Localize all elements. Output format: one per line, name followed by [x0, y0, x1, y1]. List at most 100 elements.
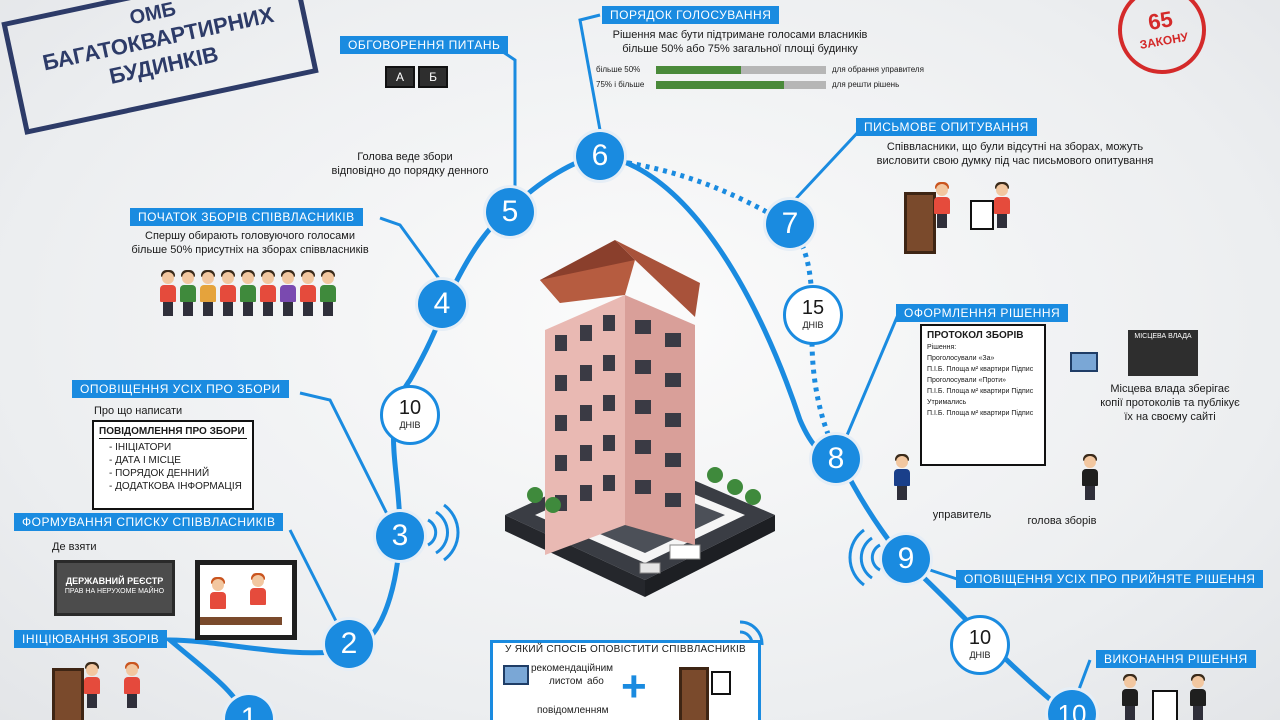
person-owner: [994, 182, 1010, 228]
step-4-text-line1: Спершу обирають головуючого голосами: [145, 230, 355, 242]
person-surveyor: [934, 182, 950, 228]
building-illustration: [505, 240, 775, 597]
timer-10-days-left: 10 ДНІВ: [380, 385, 440, 445]
sign-b: Б: [418, 66, 448, 88]
vote-bar-note: для решти рішень: [832, 80, 900, 89]
leader-3: [299, 391, 392, 521]
person-initiator-2: [124, 662, 140, 708]
option1-line2: листом: [549, 676, 583, 687]
step-4-text-line2: більше 50% присутніх на зборах співвласн…: [131, 244, 369, 256]
timer-15-days: 15 ДНІВ: [783, 285, 843, 345]
vote-bar-track: [656, 81, 826, 89]
notice-card-title: ПОВІДОМЛЕННЯ ПРО ЗБОРИ: [99, 425, 247, 439]
where-to-get-label: Де взяти: [52, 541, 97, 553]
step-3-node[interactable]: 3: [376, 512, 424, 560]
path-dotted-branch: [609, 157, 838, 452]
leader-9: [929, 568, 961, 582]
protocol-row: П.І.Б. Площа м² квартири Підпис: [927, 410, 1034, 417]
protocol-row: П.І.Б. Площа м² квартири Підпис: [927, 366, 1034, 373]
protocol-abstain: Утримались: [927, 399, 967, 406]
step-6-text-line2: більше 50% або 75% загальної площі будин…: [622, 43, 858, 55]
sign-a: А: [385, 66, 415, 88]
notice-item: - ДОДАТКОВА ІНФОРМАЦІЯ: [109, 481, 242, 492]
protocol-decision: Рішення:: [927, 344, 957, 351]
step-5-node[interactable]: 5: [486, 188, 534, 236]
envelope-icon: [1070, 352, 1098, 372]
crowd-person: [160, 270, 176, 316]
person-manager: [894, 454, 910, 500]
timer-value: 10: [398, 397, 422, 419]
option2-label: повідомленням: [537, 705, 609, 716]
vote-bar-row-1: більше 50% для обрання управителя: [596, 64, 956, 76]
protocol-title: ПРОТОКОЛ ЗБОРІВ: [927, 330, 1024, 341]
protocol-against: Проголосували «Проти»: [927, 377, 1007, 384]
notice-item: - ДАТА І МІСЦЕ: [109, 455, 181, 466]
step-8-node[interactable]: 8: [812, 435, 860, 483]
step-5-title: ОБГОВОРЕННЯ ПИТАНЬ: [340, 36, 509, 54]
signal-arcs-9: [848, 528, 881, 587]
step-9-node[interactable]: 9: [882, 535, 930, 583]
person-visitor: [250, 573, 266, 619]
sign-b-text: Б: [429, 70, 437, 84]
crowd-person: [280, 270, 296, 316]
vote-bar-note: для обрання управителя: [832, 65, 924, 74]
notice-sheet-icon: [711, 671, 731, 695]
signal-arcs-3: [427, 503, 460, 562]
counter-desk: [200, 617, 282, 625]
notify-method-title: У ЯКИЙ СПОСІБ ОПОВІСТИТИ СПІВВЛАСНИКІВ: [504, 644, 747, 655]
step-2-title: ФОРМУВАННЯ СПИСКУ СПІВВЛАСНИКІВ: [14, 513, 284, 531]
local-authority-building: МІСЦЕВА ВЛАДА: [1128, 330, 1198, 376]
registry-line1: ДЕРЖАВНИЙ РЕЄСТР: [65, 576, 164, 586]
step-2-node[interactable]: 2: [325, 620, 373, 668]
leader-2: [288, 529, 340, 626]
step-7-title: ПИСЬМОВЕ ОПИТУВАННЯ: [856, 118, 1037, 136]
timer-value: 15: [801, 297, 825, 319]
notice-item: - ПОРЯДОК ДЕННИЙ: [109, 468, 210, 479]
vote-bar-label: 75% і більше: [596, 80, 645, 89]
person-executor-1: [1122, 674, 1138, 720]
sign-a-text: А: [395, 70, 404, 84]
person-executor-2: [1190, 674, 1206, 720]
leader-4: [379, 216, 442, 281]
authority-line3: їх на своєму сайті: [1124, 411, 1216, 423]
step-4-crowd: [160, 268, 340, 328]
step-1-title: ІНІЦІЮВАННЯ ЗБОРІВ: [14, 630, 168, 648]
step-6-node[interactable]: 6: [576, 132, 624, 180]
crowd-person: [320, 270, 336, 316]
step-10-title: ВИКОНАННЯ РІШЕННЯ: [1096, 650, 1256, 668]
person-registrar: [210, 577, 226, 623]
step-8-title: ОФОРМЛЕННЯ РІШЕННЯ: [896, 304, 1069, 322]
step-10-node[interactable]: 10: [1048, 690, 1096, 720]
what-to-write-label: Про що написати: [94, 405, 183, 417]
notify-method-panel: У ЯКИЙ СПОСІБ ОПОВІСТИТИ СПІВВЛАСНИКІВ р…: [490, 640, 761, 720]
door-icon: [52, 668, 84, 720]
leader-7: [788, 128, 862, 207]
door-icon: [904, 192, 936, 254]
notice-card: ПОВІДОМЛЕННЯ ПРО ЗБОРИ - ІНІЦІАТОРИ - ДА…: [92, 420, 254, 510]
office-sign: МІСЦЕВА ВЛАДА: [1134, 333, 1192, 340]
step-4-node[interactable]: 4: [418, 280, 466, 328]
step-7-text-line1: Співвласники, що були відсутні на зборах…: [886, 141, 1144, 153]
leader-6: [578, 13, 602, 131]
timer-unit: ДНІВ: [802, 320, 824, 330]
vote-bar-fill: [656, 81, 784, 89]
clipboard-icon: [970, 200, 994, 230]
vote-bar-row-2: 75% і більше для решти рішень: [596, 79, 956, 91]
crowd-person: [260, 270, 276, 316]
step-7-text-line2: висловити свою думку під час письмового …: [876, 155, 1154, 167]
head-label: голова зборів: [1027, 515, 1097, 527]
crowd-person: [240, 270, 256, 316]
door-icon: [679, 667, 709, 720]
state-registry-sign: ДЕРЖАВНИЙ РЕЄСТР ПРАВ НА НЕРУХОМЕ МАЙНО: [54, 560, 175, 616]
timer-unit: ДНІВ: [399, 420, 421, 430]
manager-label: управитель: [932, 509, 992, 521]
authority-line2: копії протоколів та публікує: [1100, 397, 1240, 409]
step-4-title: ПОЧАТОК ЗБОРІВ СПІВВЛАСНИКІВ: [130, 208, 363, 226]
step-7-node[interactable]: 7: [766, 200, 814, 248]
protocol-for: Проголосували «За»: [927, 355, 995, 362]
envelope-icon: [503, 665, 529, 685]
document-icon: [1152, 690, 1178, 720]
notice-item: - ІНІЦІАТОРИ: [109, 442, 172, 453]
timer-value: 10: [968, 627, 992, 649]
